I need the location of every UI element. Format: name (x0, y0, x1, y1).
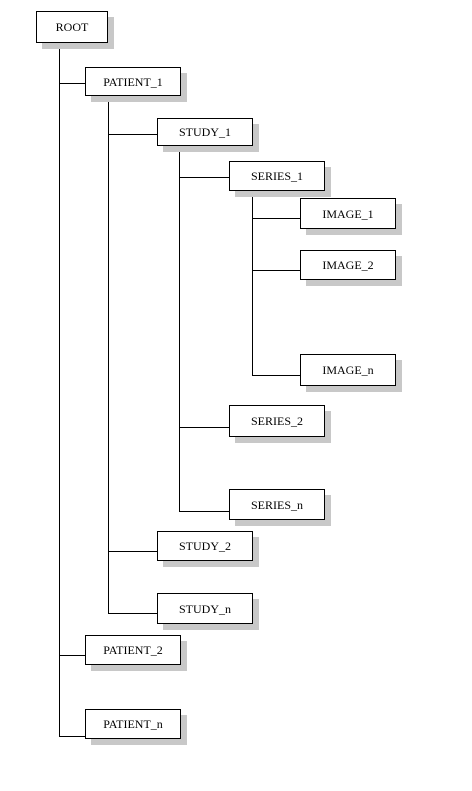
connector-to-image-2 (252, 270, 300, 271)
patient-n-node: PATIENT_n (85, 709, 181, 739)
connector-to-patient-n (59, 736, 85, 737)
image-n-node: IMAGE_n (300, 354, 396, 386)
root-node: ROOT (36, 11, 108, 43)
image-1-node: IMAGE_1 (300, 198, 396, 229)
series-1-node: SERIES_1 (229, 161, 325, 191)
study-n-node: STUDY_n (157, 593, 253, 624)
connector-to-patient-2 (59, 655, 85, 656)
connector-to-study-2 (108, 551, 157, 552)
connector-to-patient-1 (59, 83, 85, 84)
connector-to-image-1 (252, 218, 300, 219)
connector-to-study-1 (108, 134, 157, 135)
study-2-node: STUDY_2 (157, 531, 253, 561)
series-2-node: SERIES_2 (229, 405, 325, 437)
connector-to-study-n (108, 613, 157, 614)
connector-series-1-trunk (252, 188, 253, 375)
connector-to-series-1 (179, 177, 229, 178)
patient-1-node: PATIENT_1 (85, 67, 181, 96)
connector-to-image-n (252, 375, 300, 376)
connector-to-series-2 (179, 427, 229, 428)
series-n-node: SERIES_n (229, 489, 325, 520)
patient-2-node: PATIENT_2 (85, 635, 181, 665)
connector-patient-1-trunk (108, 97, 109, 613)
connector-study-1-trunk (179, 145, 180, 511)
study-1-node: STUDY_1 (157, 118, 253, 146)
connector-to-series-n (179, 511, 229, 512)
image-2-node: IMAGE_2 (300, 250, 396, 280)
connector-root-trunk (59, 42, 60, 736)
